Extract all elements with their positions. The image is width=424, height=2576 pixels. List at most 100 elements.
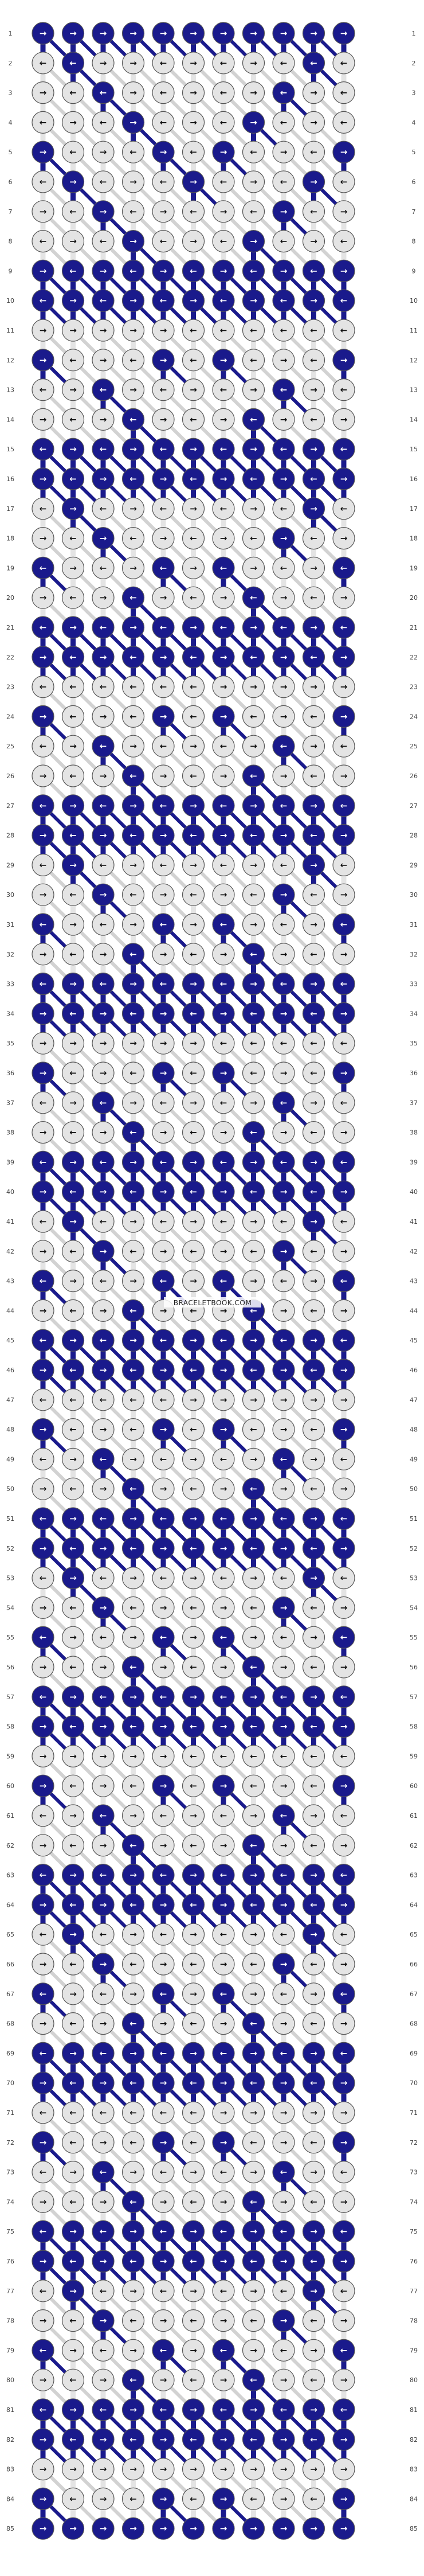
arrow-left-icon: ← bbox=[100, 682, 107, 692]
knot bbox=[32, 1447, 54, 1470]
knot bbox=[182, 2131, 205, 2154]
knot bbox=[61, 1002, 85, 1025]
arrow-right-icon: → bbox=[250, 444, 257, 454]
knot bbox=[242, 1150, 265, 1174]
arrow-right-icon: → bbox=[280, 949, 288, 959]
arrow-left-icon: ← bbox=[190, 1602, 197, 1613]
arrow-right-icon: → bbox=[40, 2464, 47, 2474]
knot bbox=[242, 675, 265, 698]
knot bbox=[152, 349, 175, 372]
knot bbox=[212, 408, 235, 431]
row-number-right: 68 bbox=[410, 2020, 418, 2028]
knot bbox=[61, 2101, 85, 2124]
knot bbox=[121, 259, 145, 282]
arrow-right-icon: → bbox=[40, 889, 47, 900]
arrow-left-icon: ← bbox=[280, 1751, 288, 1761]
arrow-left-icon: ← bbox=[220, 236, 227, 247]
knot bbox=[152, 1210, 175, 1233]
knot bbox=[32, 1299, 54, 1322]
knot bbox=[272, 646, 295, 669]
knot bbox=[121, 1180, 145, 1203]
knot bbox=[121, 1150, 145, 1174]
knot bbox=[182, 438, 205, 460]
knot bbox=[121, 438, 145, 460]
knot bbox=[92, 1418, 115, 1441]
knot bbox=[212, 1596, 235, 1619]
arrow-left-icon: ← bbox=[310, 355, 317, 365]
knot bbox=[332, 1270, 355, 1293]
arrow-right-icon: → bbox=[129, 801, 137, 811]
knot bbox=[121, 1656, 145, 1679]
knot bbox=[272, 794, 295, 817]
knot bbox=[121, 289, 145, 312]
knot bbox=[272, 1388, 295, 1411]
row-number-right: 22 bbox=[410, 654, 418, 661]
row-number-left: 20 bbox=[6, 594, 14, 602]
knot bbox=[242, 170, 265, 193]
arrow-right-icon: → bbox=[69, 1989, 77, 1999]
row-number-left: 63 bbox=[6, 1872, 14, 1879]
row-number-right: 64 bbox=[410, 1901, 418, 1908]
arrow-left-icon: ← bbox=[220, 1989, 227, 1999]
knot bbox=[121, 764, 145, 787]
knot bbox=[121, 943, 145, 966]
arrow-right-icon: → bbox=[250, 1513, 257, 1524]
knot bbox=[332, 22, 355, 45]
knot bbox=[182, 1774, 205, 1797]
knot bbox=[61, 1567, 85, 1590]
knot bbox=[32, 1923, 54, 1946]
arrow-right-icon: → bbox=[160, 2019, 167, 2029]
knot bbox=[212, 943, 235, 966]
arrow-left-icon: ← bbox=[250, 2493, 257, 2504]
arrow-right-icon: → bbox=[40, 1751, 47, 1761]
knot bbox=[212, 289, 235, 312]
knot bbox=[212, 1507, 235, 1530]
knot bbox=[212, 1091, 235, 1114]
arrow-right-icon: → bbox=[220, 2375, 227, 2385]
knot bbox=[121, 200, 145, 223]
knot bbox=[92, 140, 115, 163]
knot bbox=[332, 140, 355, 163]
arrow-right-icon: → bbox=[280, 889, 288, 900]
arrow-right-icon: → bbox=[160, 1424, 167, 1435]
arrow-right-icon: → bbox=[160, 533, 167, 544]
arrow-left-icon: ← bbox=[160, 504, 167, 514]
arrow-right-icon: → bbox=[250, 919, 257, 930]
arrow-left-icon: ← bbox=[340, 563, 348, 573]
arrow-right-icon: → bbox=[340, 2019, 348, 2029]
arrow-left-icon: ← bbox=[100, 741, 107, 751]
arrow-left-icon: ← bbox=[69, 1186, 77, 1197]
knot bbox=[32, 349, 54, 372]
knot bbox=[182, 2309, 205, 2332]
arrow-right-icon: → bbox=[250, 1216, 257, 1227]
arrow-left-icon: ← bbox=[69, 1305, 77, 1316]
arrow-left-icon: ← bbox=[40, 117, 47, 127]
knot bbox=[302, 2517, 325, 2540]
arrow-left-icon: ← bbox=[100, 2048, 107, 2058]
arrow-left-icon: ← bbox=[129, 206, 137, 217]
arrow-left-icon: ← bbox=[69, 1959, 77, 1969]
row-number-right: 61 bbox=[410, 1812, 418, 1820]
arrow-left-icon: ← bbox=[100, 1454, 107, 1464]
row-number-left: 85 bbox=[6, 2525, 14, 2532]
arrow-left-icon: ← bbox=[310, 1246, 317, 1256]
row-number-left: 64 bbox=[6, 1901, 14, 1908]
arrow-left-icon: ← bbox=[310, 2493, 317, 2504]
row-number-left: 79 bbox=[6, 2347, 14, 2354]
arrow-right-icon: → bbox=[280, 474, 288, 484]
arrow-right-icon: → bbox=[220, 1008, 227, 1018]
arrow-left-icon: ← bbox=[40, 1573, 47, 1583]
arrow-right-icon: → bbox=[129, 2226, 137, 2237]
arrow-right-icon: → bbox=[280, 2434, 288, 2445]
arrow-right-icon: → bbox=[100, 1246, 107, 1256]
knot bbox=[302, 1150, 325, 1174]
row-number-left: 56 bbox=[6, 1664, 14, 1671]
knot bbox=[121, 1270, 145, 1293]
knot bbox=[152, 972, 175, 996]
row-number-left: 7 bbox=[9, 208, 13, 216]
knot bbox=[242, 2458, 265, 2481]
arrow-right-icon: → bbox=[129, 979, 137, 989]
knot bbox=[182, 2250, 205, 2273]
arrow-left-icon: ← bbox=[310, 325, 317, 335]
knot bbox=[242, 200, 265, 223]
